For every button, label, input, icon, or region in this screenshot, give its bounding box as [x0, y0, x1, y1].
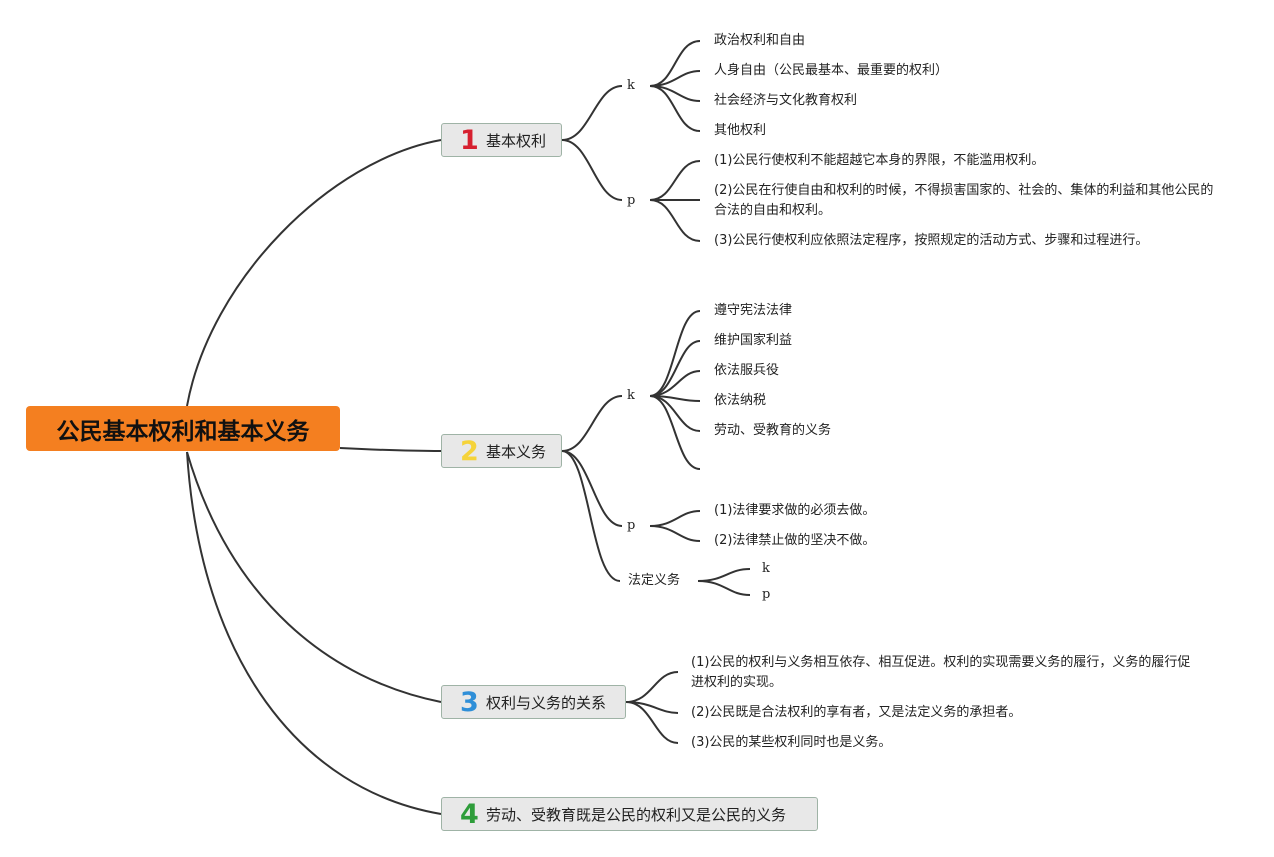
rights-k-item[interactable]: 政治权利和自由 — [714, 33, 806, 48]
duties-p-item[interactable]: (2)法律禁止做的坚决不做。 — [714, 533, 876, 548]
rights-p-node[interactable]: p — [627, 193, 636, 208]
number-4-icon: 4 — [460, 798, 479, 830]
topic-label: 权利与义务的关系 — [486, 693, 607, 712]
topic-label: 劳动、受教育既是公民的权利又是公民的义务 — [486, 805, 787, 824]
rights-k-item[interactable]: 其他权利 — [714, 123, 767, 138]
rights-p-item[interactable]: (1)公民行使权利不能超越它本身的界限，不能滥用权利。 — [714, 153, 1045, 168]
topic-labor-education[interactable]: 4 劳动、受教育既是公民的权利又是公民的义务 — [441, 797, 818, 831]
duties-p-item[interactable]: (1)法律要求做的必须去做。 — [714, 503, 876, 518]
rights-k-item[interactable]: 社会经济与文化教育权利 — [714, 93, 858, 108]
duties-p-node[interactable]: p — [627, 518, 636, 533]
topic-basic-rights[interactable]: 1 基本权利 — [441, 123, 562, 157]
topic-basic-duties[interactable]: 2 基本义务 — [441, 434, 562, 468]
rights-k-node[interactable]: k — [627, 78, 635, 93]
rights-k-item[interactable]: 人身自由（公民最基本、最重要的权利） — [714, 63, 949, 78]
duties-k-item[interactable]: 维护国家利益 — [714, 333, 793, 348]
duties-k-item[interactable]: 遵守宪法法律 — [714, 303, 793, 318]
duties-k-item[interactable]: 依法服兵役 — [714, 363, 780, 378]
duties-k-item[interactable]: 依法纳税 — [714, 393, 767, 408]
number-1-icon: 1 — [460, 124, 479, 156]
rights-p-item[interactable]: (2)公民在行使自由和权利的时候，不得损害国家的、社会的、集体的利益和其他公民的… — [714, 183, 1214, 218]
statutory-p-node[interactable]: p — [762, 587, 771, 602]
statutory-duties-node[interactable]: 法定义务 — [628, 573, 681, 588]
number-2-icon: 2 — [460, 435, 479, 467]
topic-rights-duties-relation[interactable]: 3 权利与义务的关系 — [441, 685, 626, 719]
duties-k-node[interactable]: k — [627, 388, 635, 403]
rights-p-item[interactable]: (3)公民行使权利应依照法定程序，按照规定的活动方式、步骤和过程进行。 — [714, 233, 1149, 248]
root-topic[interactable]: 公民基本权利和基本义务 — [26, 406, 340, 451]
topic-label: 基本义务 — [486, 442, 547, 461]
relation-item[interactable]: (3)公民的某些权利同时也是义务。 — [691, 735, 892, 750]
statutory-k-node[interactable]: k — [762, 561, 770, 576]
duties-k-item[interactable]: 劳动、受教育的义务 — [714, 423, 832, 438]
relation-item[interactable]: (1)公民的权利与义务相互依存、相互促进。权利的实现需要义务的履行，义务的履行促… — [691, 655, 1191, 690]
number-3-icon: 3 — [460, 686, 479, 718]
relation-item[interactable]: (2)公民既是合法权利的享有者，又是法定义务的承担者。 — [691, 705, 1022, 720]
topic-label: 基本权利 — [486, 131, 547, 150]
